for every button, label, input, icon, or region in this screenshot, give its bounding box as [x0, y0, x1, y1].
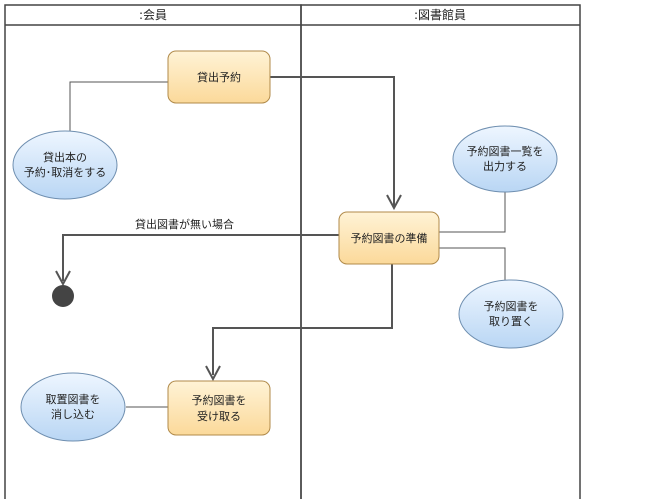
- note-label-line-2: 出力する: [483, 159, 527, 173]
- action-lend-reserve: 貸出予約: [167, 50, 271, 104]
- action-label: 貸出予約: [197, 70, 241, 84]
- note-output-list: 予約図書一覧を 出力する: [452, 125, 558, 193]
- note-label-line-2: 消し込む: [51, 407, 95, 421]
- note-label-line-1: 取置図書を: [46, 392, 101, 406]
- action-label: 予約図書の準備: [351, 231, 428, 245]
- flow-reserve-to-prepare: [270, 76, 395, 206]
- note-label-line-1: 予約図書を: [484, 299, 539, 313]
- arrowhead-final: [55, 270, 71, 287]
- note-member-reserve: 貸出本の 予約･取消をする: [12, 130, 118, 200]
- note-connectors: [69, 81, 506, 408]
- note-label-line-1: 予約図書一覧を: [467, 144, 544, 158]
- swimlane-title-member: :会員: [139, 8, 167, 22]
- swimlane-library: :図書館員: [300, 4, 581, 499]
- action-receive: 予約図書を 受け取る: [167, 380, 271, 436]
- arrowhead-prepare: [386, 194, 402, 211]
- arrowhead-receive: [205, 365, 221, 382]
- flow-prepare-to-final: [62, 234, 339, 281]
- note-label-line-2: 予約･取消をする: [24, 165, 107, 179]
- note-label-line-2: 取り置く: [489, 315, 533, 328]
- activity-final-node: [52, 285, 74, 307]
- action-label-line-2: 受け取る: [197, 410, 241, 423]
- note-set-aside: 予約図書を 取り置く: [458, 279, 564, 349]
- note-label-line-1: 貸出本の: [43, 150, 87, 164]
- action-label-line-1: 予約図書を: [192, 393, 247, 407]
- action-prepare: 予約図書の準備: [338, 211, 440, 265]
- note-cancel-entry: 取置図書を 消し込む: [20, 372, 126, 442]
- control-flows: 貸出図書が無い場合: [55, 76, 402, 382]
- flow-label-no-books: 貸出図書が無い場合: [135, 217, 234, 231]
- flow-prepare-to-receive: [212, 264, 393, 375]
- swimlane-title-library: :図書館員: [414, 7, 466, 22]
